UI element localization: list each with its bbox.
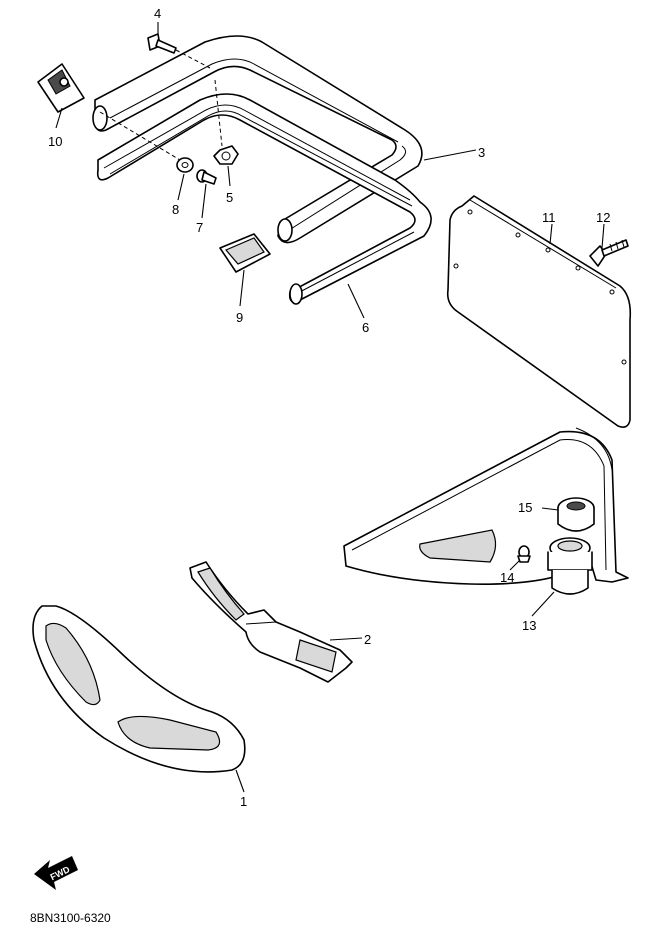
callout-2: 2 (364, 632, 371, 647)
callout-15: 15 (518, 500, 532, 515)
callout-5: 5 (226, 190, 233, 205)
diagram-code: 8BN3100-6320 (30, 911, 111, 925)
fwd-arrow-icon: FWD (34, 856, 78, 890)
part-4-screw[interactable] (147, 33, 177, 54)
callout-9: 9 (236, 310, 243, 325)
part-14-bulb[interactable] (517, 545, 531, 563)
callout-7: 7 (196, 220, 203, 235)
callout-11: 11 (542, 210, 556, 225)
part-10-bracket[interactable] (37, 63, 85, 113)
part-7-bolt[interactable] (196, 169, 217, 185)
part-2-strap[interactable] (189, 561, 353, 683)
part-8-washer[interactable] (176, 157, 194, 173)
callout-1: 1 (240, 794, 247, 809)
callout-12: 12 (596, 210, 610, 225)
callout-13: 13 (522, 618, 536, 633)
part-12-rivet[interactable] (589, 239, 629, 267)
part-11-panel[interactable] (446, 195, 632, 428)
callout-6: 6 (362, 320, 369, 335)
part-5-nut[interactable] (213, 145, 239, 165)
callout-8: 8 (172, 202, 179, 217)
callout-3: 3 (478, 145, 485, 160)
part-15-grommet[interactable] (557, 497, 595, 532)
part-6-rail[interactable] (96, 93, 432, 305)
callout-4: 4 (154, 6, 161, 21)
part-1-handle[interactable] (32, 605, 246, 773)
part-9-cap[interactable] (219, 233, 271, 273)
callout-10: 10 (48, 134, 62, 149)
part-3-rail[interactable] (92, 35, 423, 244)
part-13-socket[interactable] (547, 537, 593, 595)
callout-14: 14 (500, 570, 514, 585)
